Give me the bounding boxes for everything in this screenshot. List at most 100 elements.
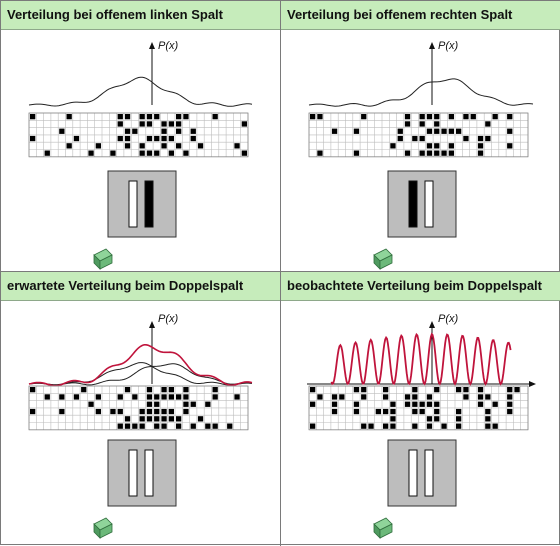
detector-hit — [30, 114, 36, 120]
detector-hit — [124, 387, 131, 393]
detector-hit — [81, 387, 87, 393]
detector-hit — [183, 394, 189, 400]
detector-hit — [59, 408, 65, 415]
detector-hit — [190, 128, 196, 134]
detector-hit — [212, 387, 218, 393]
detector-hit — [227, 423, 233, 429]
detector-hit — [390, 401, 396, 407]
detector-hit — [161, 121, 167, 127]
detector-hit — [419, 114, 425, 120]
detector-hit — [434, 121, 440, 127]
probability-curve-right — [28, 363, 253, 386]
detector-hit — [477, 387, 484, 393]
detector-hit — [146, 114, 153, 120]
detector-hit — [183, 114, 189, 120]
detector-hit — [110, 408, 116, 415]
detector-hit — [419, 408, 425, 415]
detector-hit — [361, 423, 367, 429]
detector-hit — [197, 416, 204, 422]
detector-hit — [66, 114, 72, 120]
detector-hit — [477, 150, 484, 156]
detector-hit — [404, 394, 411, 400]
panel-title: erwartete Verteilung beim Doppelspalt — [1, 272, 280, 301]
detector-hit — [161, 128, 167, 134]
y-axis-arrow — [149, 321, 155, 328]
detector-hit — [117, 135, 123, 142]
particle-source-icon — [373, 517, 393, 539]
detector-hit — [434, 150, 440, 156]
particle-source-icon — [93, 517, 113, 539]
detector-hit — [212, 394, 218, 400]
detector-hit — [434, 401, 440, 407]
open-slit — [408, 449, 418, 497]
detector-hit — [139, 143, 145, 149]
slit-plate-icon — [107, 170, 177, 238]
open-slit — [424, 449, 434, 497]
detector-hit — [139, 423, 145, 429]
detector-hit — [390, 143, 396, 149]
detector-hit — [183, 150, 189, 156]
detector-hit — [124, 135, 131, 142]
detector-hit — [456, 128, 462, 134]
detector-hit — [161, 423, 167, 429]
panel-title: Verteilung bei offenem rechten Spalt — [281, 1, 560, 30]
detector-hit — [426, 150, 433, 156]
detector-hit — [154, 135, 160, 142]
detector-hit — [161, 387, 167, 393]
detector-hit — [390, 416, 396, 422]
detector-hit — [448, 143, 454, 149]
vertical-divider — [280, 1, 281, 546]
detector-hit — [317, 394, 323, 400]
detector-hit — [507, 114, 513, 120]
detector-hit — [59, 128, 65, 134]
detector-hit — [310, 387, 316, 393]
detector-hit — [477, 401, 484, 407]
detector-hit — [383, 394, 389, 400]
detector-hit — [390, 408, 396, 415]
detector-hit — [456, 416, 462, 422]
detector-hit — [426, 128, 433, 134]
detector-hit — [154, 150, 160, 156]
detector-hit — [190, 135, 196, 142]
detector-hit — [161, 143, 167, 149]
panel-scene: P(x) — [28, 313, 253, 539]
detector-hit — [176, 121, 182, 127]
detector-hit — [441, 128, 447, 134]
probability-curve — [308, 78, 534, 107]
open-slit — [128, 449, 138, 497]
y-axis-arrow — [429, 321, 435, 328]
detector-hit — [183, 387, 189, 393]
detector-hit — [117, 114, 123, 120]
detector-hit — [426, 143, 433, 149]
closed-slit — [144, 180, 154, 228]
panel-expected: erwartete Verteilung beim Doppelspalt P(… — [1, 272, 280, 546]
detector-hit — [463, 135, 469, 142]
detector-hit — [507, 128, 513, 134]
detector-hit — [168, 121, 174, 127]
detector-hit — [124, 128, 131, 134]
detector-hit — [390, 423, 396, 429]
detector-hit — [234, 143, 240, 149]
detector-hit — [30, 135, 36, 142]
detector-hit — [412, 423, 418, 429]
panel-scene: P(x) — [308, 40, 534, 270]
open-slit — [424, 180, 434, 228]
detector-hit — [426, 401, 433, 407]
slit-plate-icon — [387, 170, 457, 238]
detector-screen-icon — [308, 112, 529, 158]
detector-hit — [361, 387, 367, 393]
detector-hit — [507, 387, 513, 393]
detector-hit — [412, 135, 418, 142]
detector-hit — [88, 150, 94, 156]
panel-right-slit: Verteilung bei offenem rechten Spalt P(x… — [281, 1, 560, 271]
detector-hit — [404, 121, 411, 127]
detector-hit — [441, 150, 447, 156]
detector-hit — [117, 121, 123, 127]
detector-hit — [161, 394, 167, 400]
detector-hit — [95, 394, 101, 400]
detector-hit — [154, 416, 160, 422]
detector-hit — [434, 114, 440, 120]
detector-hit — [507, 401, 513, 407]
detector-hit — [485, 423, 491, 429]
detector-hit — [331, 128, 338, 134]
